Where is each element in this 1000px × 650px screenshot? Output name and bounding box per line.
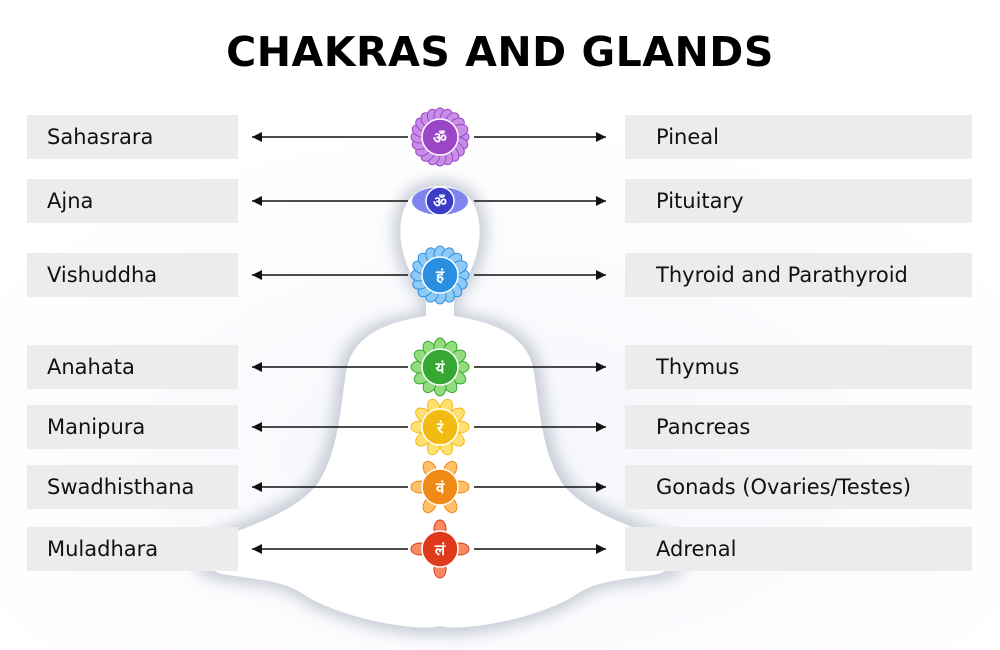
- gland-name: Pituitary: [656, 189, 744, 213]
- gland-label-3: Thymus: [625, 345, 972, 389]
- svg-text:ॐ: ॐ: [433, 129, 447, 147]
- chakra-name: Ajna: [47, 189, 94, 213]
- arrow-left-6: [252, 544, 408, 554]
- chakra-swadhisthana-icon: वं: [410, 457, 470, 517]
- svg-text:वं: वं: [435, 479, 445, 497]
- arrow-left-3: [252, 362, 408, 372]
- chakra-name: Muladhara: [47, 537, 159, 561]
- gland-name: Thyroid and Parathyroid: [656, 263, 908, 287]
- gland-name: Gonads (Ovaries/Testes): [656, 475, 912, 499]
- arrow-left-5: [252, 482, 408, 492]
- page-title: CHAKRAS AND GLANDS: [226, 28, 774, 76]
- gland-label-2: Thyroid and Parathyroid: [625, 253, 972, 297]
- arrow-right-1: [474, 196, 606, 206]
- arrow-right-5: [474, 482, 606, 492]
- gland-name: Pineal: [656, 125, 719, 149]
- gland-name: Thymus: [656, 355, 740, 379]
- chakra-label-ajna: Ajna: [27, 179, 238, 223]
- svg-text:यं: यं: [435, 359, 446, 377]
- chakra-name: Manipura: [47, 415, 146, 439]
- gland-label-1: Pituitary: [625, 179, 972, 223]
- chakra-label-vishuddha: Vishuddha: [27, 253, 238, 297]
- arrow-left-4: [252, 422, 408, 432]
- arrow-left-2: [252, 270, 408, 280]
- arrow-left-1: [252, 196, 408, 206]
- chakra-name: Swadhisthana: [47, 475, 195, 499]
- arrow-right-6: [474, 544, 606, 554]
- chakra-name: Vishuddha: [47, 263, 158, 287]
- chakra-name: Anahata: [47, 355, 135, 379]
- chakra-muladhara-icon: लं: [410, 519, 470, 579]
- svg-text:हं: हं: [435, 267, 445, 285]
- svg-text:लं: लं: [434, 541, 446, 559]
- gland-label-4: Pancreas: [625, 405, 972, 449]
- gland-label-6: Adrenal: [625, 527, 972, 571]
- chakra-anahata-icon: यं: [410, 337, 470, 397]
- arrow-right-0: [474, 132, 606, 142]
- gland-name: Pancreas: [656, 415, 751, 439]
- chakra-label-manipura: Manipura: [27, 405, 238, 449]
- arrow-left-0: [252, 132, 408, 142]
- chakra-label-swadhisthana: Swadhisthana: [27, 465, 238, 509]
- chakra-vishuddha-icon: हं: [410, 245, 470, 305]
- chakra-manipura-icon: रं: [410, 397, 470, 457]
- chakra-label-anahata: Anahata: [27, 345, 238, 389]
- chakra-sahasrara-icon: ॐ: [410, 107, 470, 167]
- chakra-label-sahasrara: Sahasrara: [27, 115, 238, 159]
- svg-text:रं: रं: [436, 419, 444, 437]
- gland-label-5: Gonads (Ovaries/Testes): [625, 465, 972, 509]
- arrow-right-3: [474, 362, 606, 372]
- chakra-ajna-icon: ॐ: [410, 171, 470, 231]
- chakra-name: Sahasrara: [47, 125, 154, 149]
- chakra-label-muladhara: Muladhara: [27, 527, 238, 571]
- gland-label-0: Pineal: [625, 115, 972, 159]
- svg-text:ॐ: ॐ: [433, 193, 447, 211]
- gland-name: Adrenal: [656, 537, 737, 561]
- arrow-right-4: [474, 422, 606, 432]
- arrow-right-2: [474, 270, 606, 280]
